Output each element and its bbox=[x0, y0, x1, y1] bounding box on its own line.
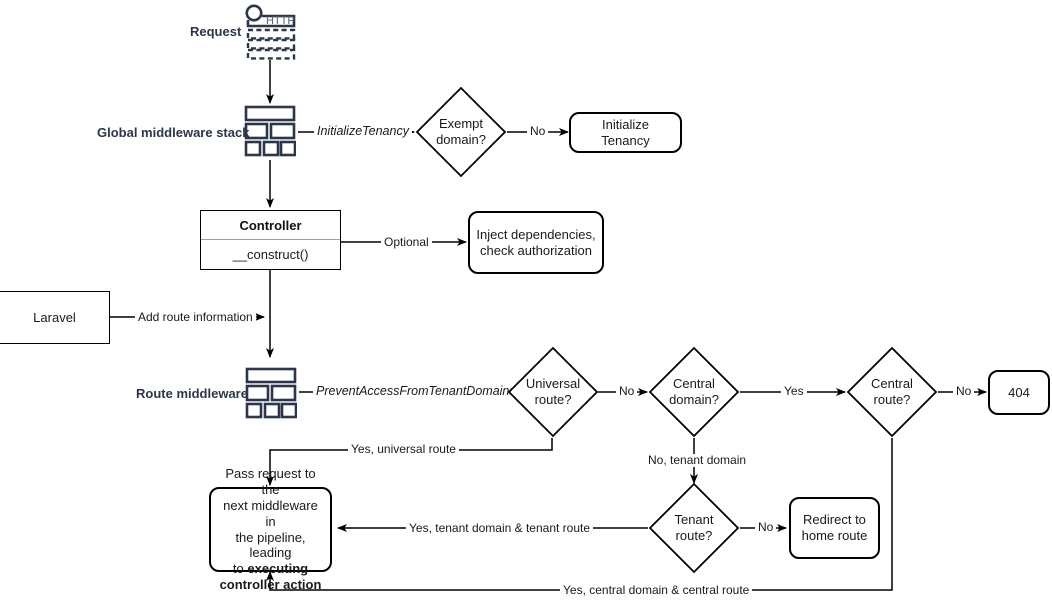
process-pass-request-emphasis-1: executing bbox=[247, 561, 309, 577]
entity-laravel[interactable]: Laravel bbox=[0, 291, 110, 344]
edge-label-central-route-no: No bbox=[953, 384, 975, 399]
edge-label-universal-yes: Yes, universal route bbox=[348, 442, 459, 457]
class-controller-method: __construct() bbox=[232, 247, 309, 262]
process-inject-dependencies-label: Inject dependencies, check authorization bbox=[476, 226, 596, 258]
decision-central-route[interactable]: Central route? bbox=[846, 346, 938, 438]
decision-universal-route-label: Universal route? bbox=[525, 376, 581, 407]
decision-central-domain-label: Central domain? bbox=[669, 376, 719, 407]
process-initialize-tenancy-label: Initialize Tenancy bbox=[601, 116, 650, 148]
edge-label-prevent-access: PreventAccessFromTenantDomains bbox=[313, 384, 519, 399]
decision-central-route-label: Central route? bbox=[871, 376, 913, 407]
process-404[interactable]: 404 bbox=[988, 370, 1050, 415]
global-middleware-stack-icon bbox=[244, 105, 296, 157]
edge-label-central-route-yes: Yes, central domain & central route bbox=[560, 583, 753, 598]
edge-label-central-domain-yes: Yes bbox=[781, 384, 807, 399]
route-middleware-stack-icon bbox=[245, 367, 297, 419]
edge-label-add-route-information: Add route information bbox=[135, 310, 256, 325]
process-redirect-home[interactable]: Redirect to home route bbox=[789, 497, 880, 559]
decision-tenant-route[interactable]: Tenant route? bbox=[648, 482, 740, 574]
decision-universal-route[interactable]: Universal route? bbox=[507, 346, 599, 438]
edge-label-optional: Optional bbox=[381, 235, 432, 250]
class-controller[interactable]: Controller __construct() bbox=[200, 210, 341, 270]
edge-label-initialize-tenancy: InitializeTenancy bbox=[314, 124, 412, 139]
edge-label-universal-no: No bbox=[616, 384, 638, 399]
lane-label-request: Request bbox=[190, 24, 242, 39]
request-http-icon: HTTP bbox=[244, 4, 298, 60]
process-inject-dependencies[interactable]: Inject dependencies, check authorization bbox=[468, 211, 604, 274]
edge-label-tenant-route-yes: Yes, tenant domain & tenant route bbox=[406, 521, 594, 536]
decision-central-domain[interactable]: Central domain? bbox=[648, 346, 740, 438]
process-pass-request[interactable]: Pass request to the next middleware in t… bbox=[209, 466, 332, 592]
request-http-caption: HTTP bbox=[266, 15, 295, 27]
process-pass-request-emphasis-2: controller action bbox=[219, 577, 322, 593]
process-redirect-home-label: Redirect to home route bbox=[801, 512, 868, 543]
lane-label-route-middleware: Route middleware bbox=[136, 386, 248, 401]
entity-laravel-label: Laravel bbox=[33, 310, 76, 325]
edge-label-central-domain-no: No, tenant domain bbox=[645, 453, 750, 468]
process-404-label: 404 bbox=[1008, 384, 1030, 400]
decision-exempt-domain[interactable]: Exempt domain? bbox=[415, 86, 507, 178]
process-pass-request-label: Pass request to the next middleware in t… bbox=[219, 466, 322, 593]
process-initialize-tenancy[interactable]: Initialize Tenancy bbox=[569, 112, 682, 153]
edge-label-tenant-route-no: No bbox=[755, 520, 777, 535]
decision-tenant-route-label: Tenant route? bbox=[674, 512, 714, 543]
lane-label-global-middleware: Global middleware stack bbox=[97, 125, 250, 140]
edge-label-exempt-no: No bbox=[527, 124, 549, 139]
decision-exempt-domain-label: Exempt domain? bbox=[436, 116, 486, 147]
class-controller-title: Controller bbox=[201, 211, 340, 240]
